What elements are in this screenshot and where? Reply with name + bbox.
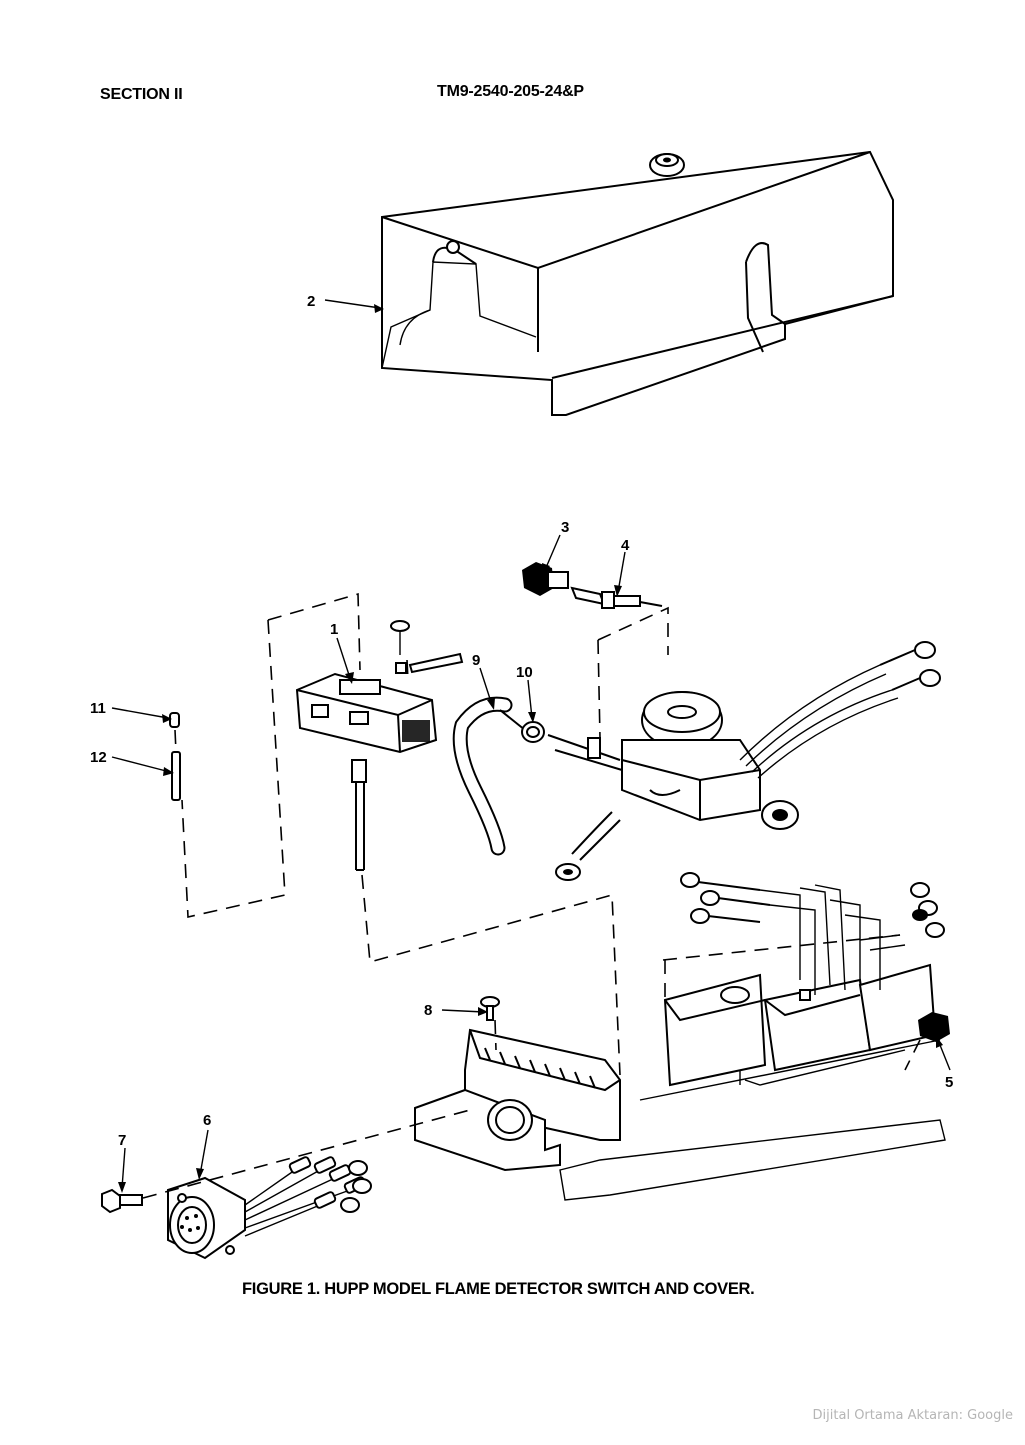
plug-item-5 xyxy=(918,1012,950,1042)
watermark: Dijital Ortama Aktaran: Google xyxy=(812,1408,1013,1423)
callout-8: 8 xyxy=(424,1002,432,1019)
callout-7: 7 xyxy=(118,1132,126,1149)
callout-1: 1 xyxy=(330,621,338,638)
callout-2: 2 xyxy=(307,293,315,310)
section-label: SECTION II xyxy=(100,86,183,103)
connector-item-6 xyxy=(167,1156,372,1260)
callout-5: 5 xyxy=(945,1074,953,1091)
screw-small xyxy=(390,620,464,674)
detector-body xyxy=(547,691,799,881)
adapter-item-4 xyxy=(570,586,663,609)
callout-9: 9 xyxy=(472,652,480,669)
callout-12: 12 xyxy=(90,749,107,766)
callout-3: 3 xyxy=(561,519,569,536)
cover-item-2 xyxy=(381,150,894,416)
switch-item-1 xyxy=(295,672,438,871)
callout-6: 6 xyxy=(203,1112,211,1129)
callout-4: 4 xyxy=(621,537,630,554)
electrode-leads xyxy=(680,872,945,995)
screw-item-7 xyxy=(101,1188,143,1214)
screw-item-8 xyxy=(480,996,500,1021)
callout-10: 10 xyxy=(516,664,533,681)
callout-11: 11 xyxy=(90,700,106,717)
pin-item-12 xyxy=(171,751,181,801)
manual-number: TM9-2540-205-24&P xyxy=(437,83,584,100)
nut-item-10 xyxy=(521,721,545,743)
pin-item-11 xyxy=(169,712,180,728)
tube-item-9 xyxy=(452,696,526,856)
leader-lines xyxy=(111,299,951,1193)
burner-base xyxy=(414,934,946,1201)
detector-leads xyxy=(739,641,941,779)
assembly-dash-lines xyxy=(142,592,921,1199)
figure-caption: FIGURE 1. HUPP MODEL FLAME DETECTOR SWIT… xyxy=(242,1280,755,1298)
